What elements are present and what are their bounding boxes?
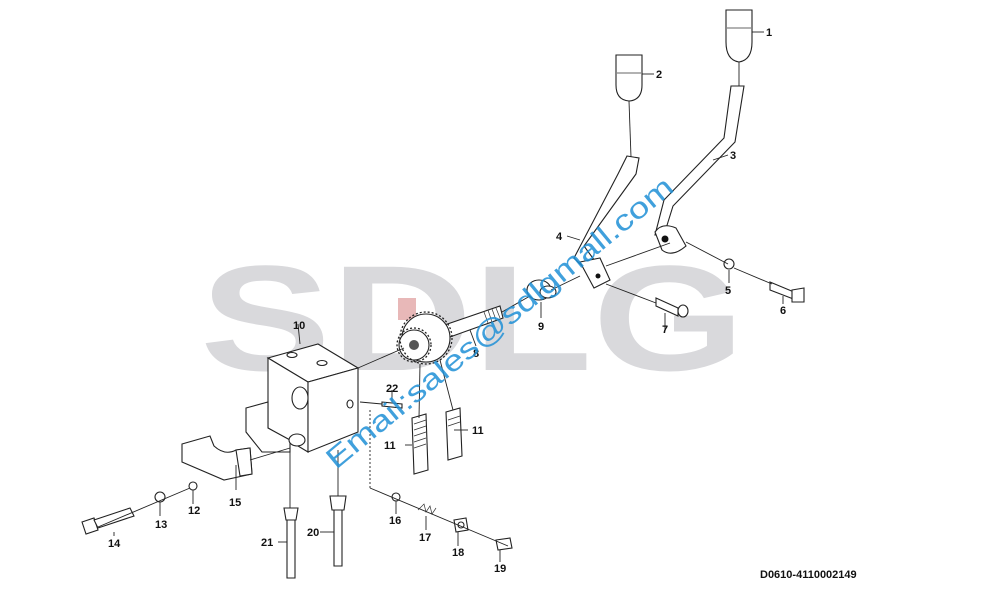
callout-7: 7 <box>662 324 668 336</box>
bolt-14 <box>81 507 135 535</box>
bolt-6 <box>769 281 805 303</box>
callout-4: 4 <box>556 231 563 243</box>
callout-10: 10 <box>293 320 305 332</box>
pin-22 <box>381 401 403 409</box>
knob-1 <box>725 9 753 63</box>
washer-12 <box>188 481 198 491</box>
lever-4 <box>573 155 640 289</box>
washer-5 <box>723 258 735 270</box>
callout-18: 18 <box>452 547 464 559</box>
logo-accent <box>398 298 416 320</box>
callout-2: 2 <box>656 69 662 81</box>
callout-8: 8 <box>473 348 479 360</box>
callout-5: 5 <box>725 285 731 297</box>
callout-16: 16 <box>389 515 401 527</box>
callout-6: 6 <box>780 305 786 317</box>
callout-20: 20 <box>307 527 319 539</box>
callout-12: 12 <box>188 505 200 517</box>
block-10 <box>245 343 360 453</box>
callout-3: 3 <box>730 150 736 162</box>
callout-labels: 1 2 3 4 5 6 7 8 9 10 11 11 12 13 14 15 1… <box>108 27 786 575</box>
cap-15 <box>181 435 253 481</box>
callout-17: 17 <box>419 532 431 544</box>
spring-17 <box>417 503 437 515</box>
shaft-8 <box>396 305 504 365</box>
washer-9 <box>526 279 557 301</box>
callout-15: 15 <box>229 497 241 509</box>
callout-19: 19 <box>494 563 506 575</box>
bolt-21 <box>283 507 299 579</box>
callout-11b: 11 <box>472 425 484 437</box>
drawing-code: D0610-4110002149 <box>760 569 857 581</box>
lever-3 <box>654 85 745 254</box>
bolt-7 <box>655 297 689 318</box>
knob-2 <box>615 54 643 102</box>
pins-11 <box>411 407 463 475</box>
callout-11a: 11 <box>384 440 396 452</box>
leader-lines <box>97 31 784 562</box>
nut-18 <box>453 517 469 533</box>
callout-22: 22 <box>386 383 398 395</box>
callout-21: 21 <box>261 537 273 549</box>
callout-1: 1 <box>766 27 772 39</box>
callout-14: 14 <box>108 538 121 550</box>
callout-9: 9 <box>538 321 544 333</box>
bolt-20 <box>329 495 347 567</box>
callout-13: 13 <box>155 519 167 531</box>
